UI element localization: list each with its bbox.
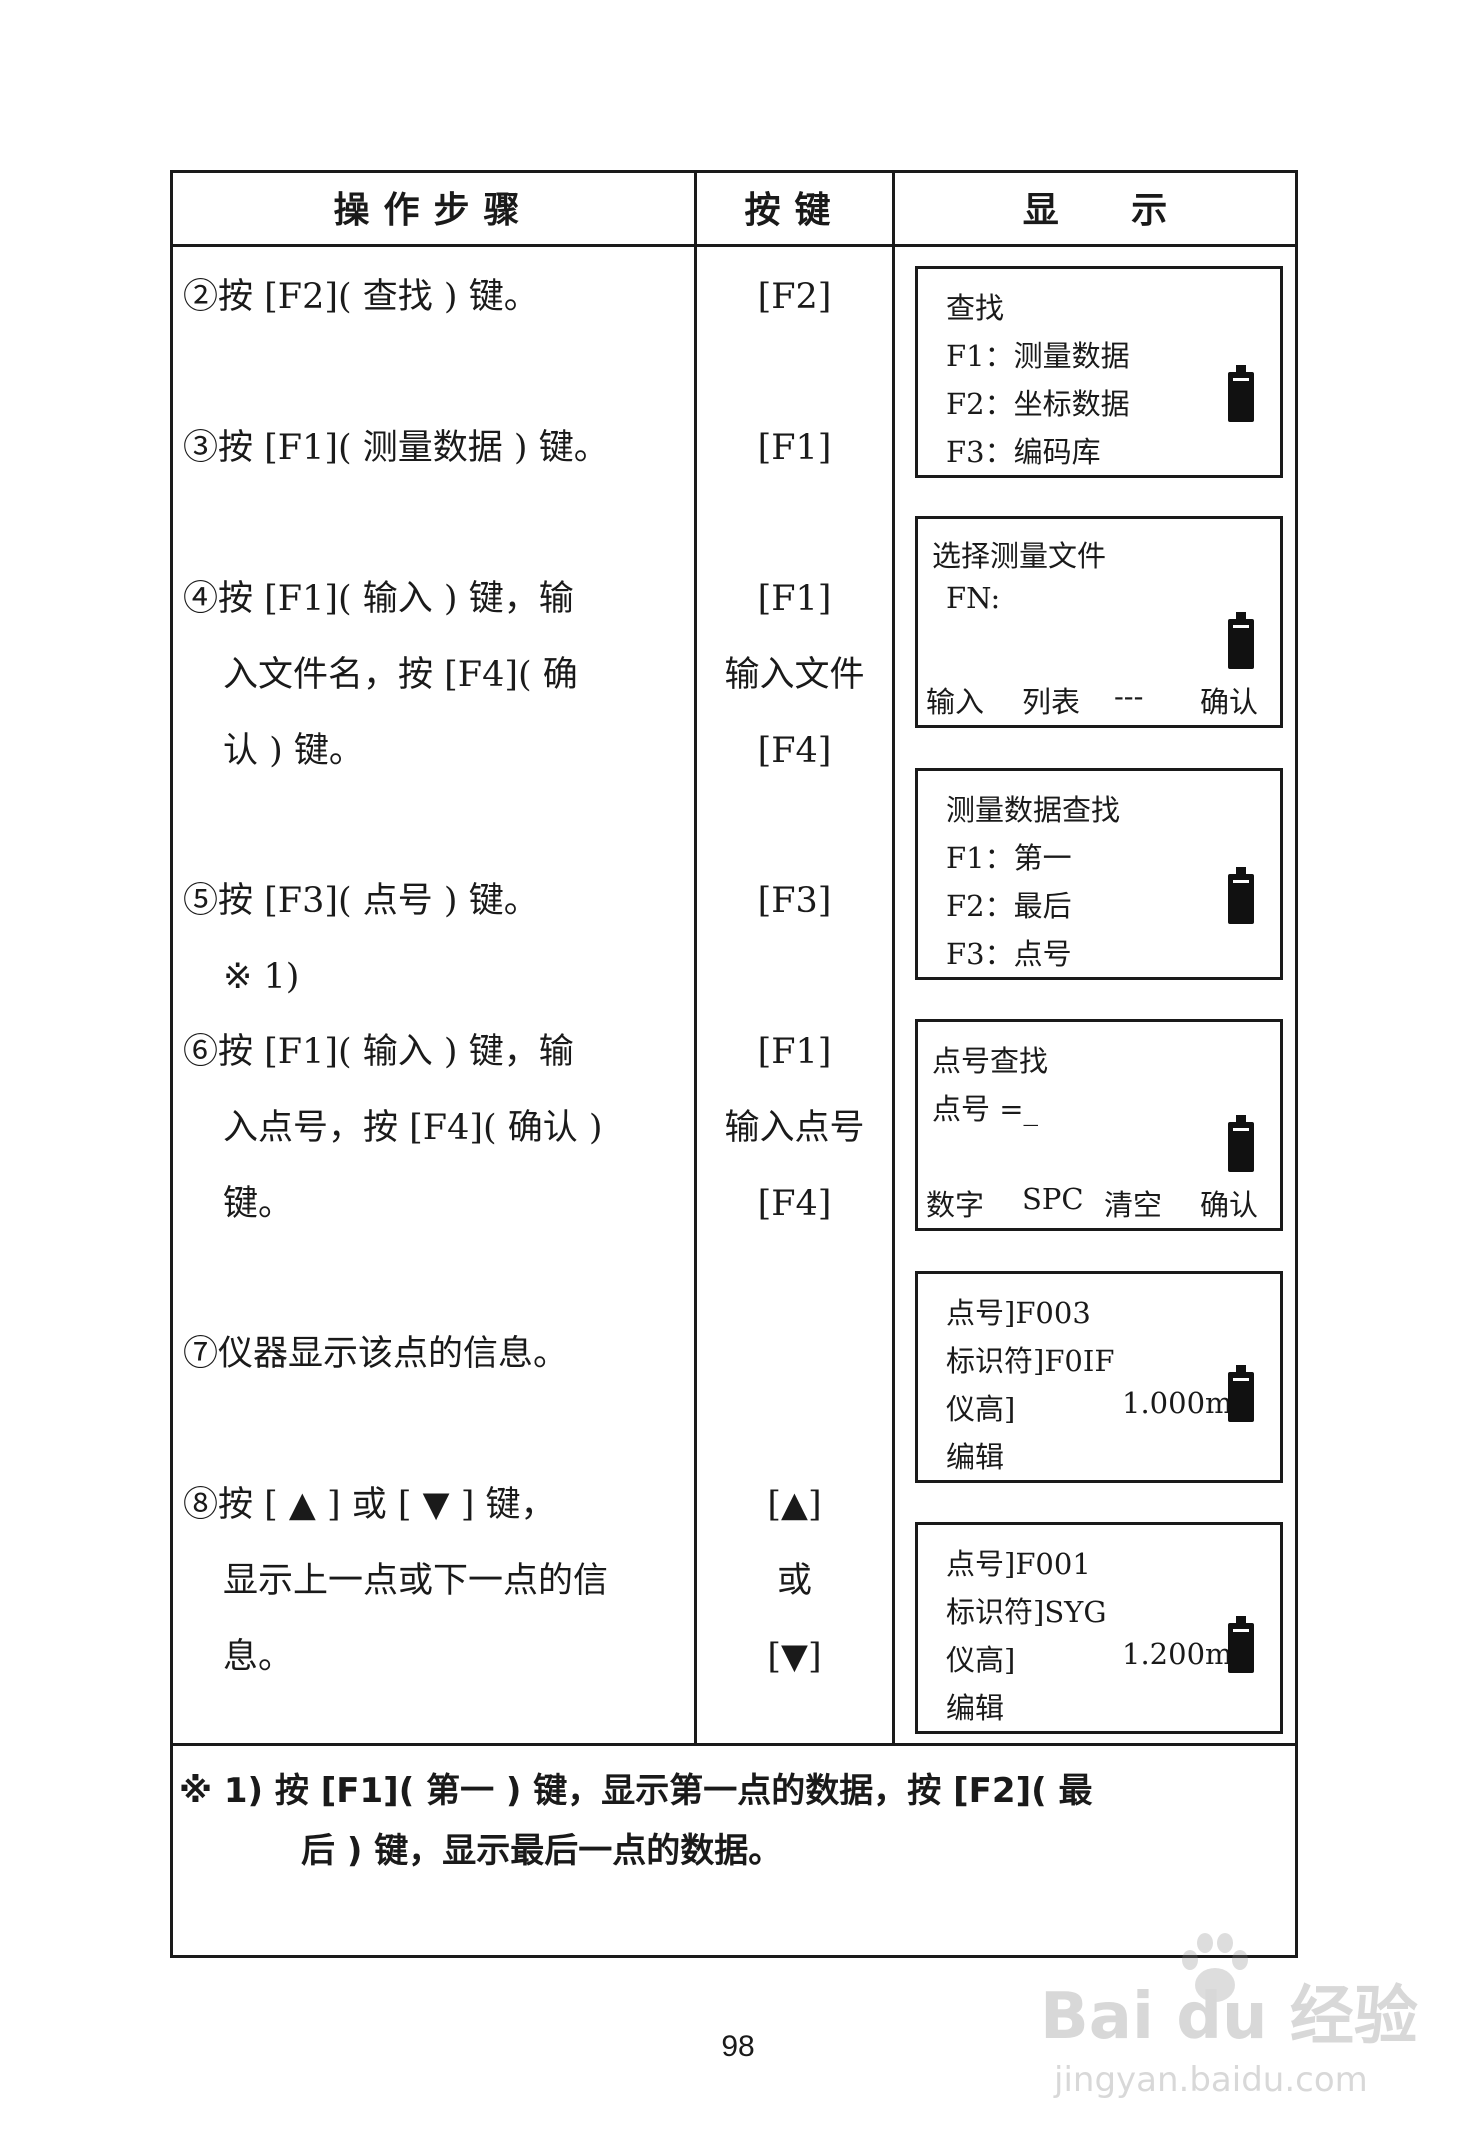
column-divider (694, 173, 697, 1746)
key-input-file: 输入文件 (724, 655, 865, 695)
lcd-screen-select-file: 选择测量文件 FN: 输入 列表 --- 确认 (915, 516, 1283, 728)
step-4: ④按 [F1]( 输入 ) 键，输 入文件名，按 [F4]( 确 认 ) 键。 (183, 579, 578, 771)
step-5: ⑤按 [F3]( 点号 ) 键。 ※ 1) (183, 881, 539, 997)
battery-icon (1228, 612, 1254, 669)
key-or: 或 (776, 1561, 812, 1601)
baidu-watermark-logo: Bai du 经验 jingyan.baidu.com (1040, 1925, 1440, 2125)
header-divider (173, 244, 1295, 247)
step-8: ⑧按 [ ▲ ] 或 [ ▼ ] 键， 显示上一点或下一点的信 息。 (183, 1485, 609, 1677)
battery-icon (1228, 1616, 1254, 1673)
header-keys: 按键 (744, 190, 845, 231)
footer-divider (173, 1743, 1295, 1746)
lcd-screen-search: 查找 F1：测量数据 F2：坐标数据 F3：编码库 (915, 266, 1283, 478)
battery-icon (1228, 1365, 1254, 1422)
header-steps: 操作步骤 (333, 190, 534, 231)
paw-icon (1182, 1933, 1248, 2002)
key-f4: [F4] (757, 1184, 832, 1224)
step-3: ③按 [F1]( 测量数据 ) 键。 (183, 428, 609, 468)
key-f2: [F2] (757, 277, 832, 317)
key-down: [▼] (767, 1637, 822, 1677)
step-6: ⑥按 [F1]( 输入 ) 键，输 入点号，按 [F4]( 确认 ) 键。 (183, 1032, 603, 1224)
step-7: ⑦仪器显示该点的信息。 (183, 1334, 569, 1374)
key-f1: [F1] (757, 579, 832, 619)
battery-icon (1228, 867, 1254, 924)
watermark-brand: Bai du 经验 (1040, 1980, 1418, 2054)
key-f1: [F1] (757, 1032, 832, 1072)
lcd-screen-data-search: 测量数据查找 F1：第一 F2：最后 F3：点号 (915, 768, 1283, 980)
key-f4: [F4] (757, 731, 832, 771)
page-number: 98 (721, 2030, 755, 2063)
column-divider (892, 173, 895, 1746)
key-up: [▲] (767, 1485, 822, 1525)
operation-table: 操作步骤 按键 显 示 ②按 [F2]( 查找 ) 键。 ③按 [F1]( 测量… (170, 170, 1298, 1958)
key-input-point: 输入点号 (724, 1108, 865, 1148)
key-f1: [F1] (757, 428, 832, 468)
watermark-url: jingyan.baidu.com (1054, 2060, 1368, 2100)
lcd-screen-point-info-prev: 点号]F001 标识符]SYG 仪高] 1.200m 编辑 (915, 1522, 1283, 1734)
step-2: ②按 [F2]( 查找 ) 键。 (183, 277, 539, 317)
header-display: 显 示 (1022, 190, 1168, 231)
lcd-screen-point-info: 点号]F003 标识符]F0IF 仪高] 1.000m 编辑 (915, 1271, 1283, 1483)
lcd-screen-point-search: 点号查找 点号 =_ 数字 SPC 清空 确认 (915, 1019, 1283, 1231)
battery-icon (1228, 1115, 1254, 1172)
footnote: ※ 1) 按 [F1]( 第一 ) 键，显示第一点的数据，按 [F2]( 最 后… (179, 1771, 1093, 1871)
key-f3: [F3] (757, 881, 832, 921)
battery-icon (1228, 365, 1254, 422)
